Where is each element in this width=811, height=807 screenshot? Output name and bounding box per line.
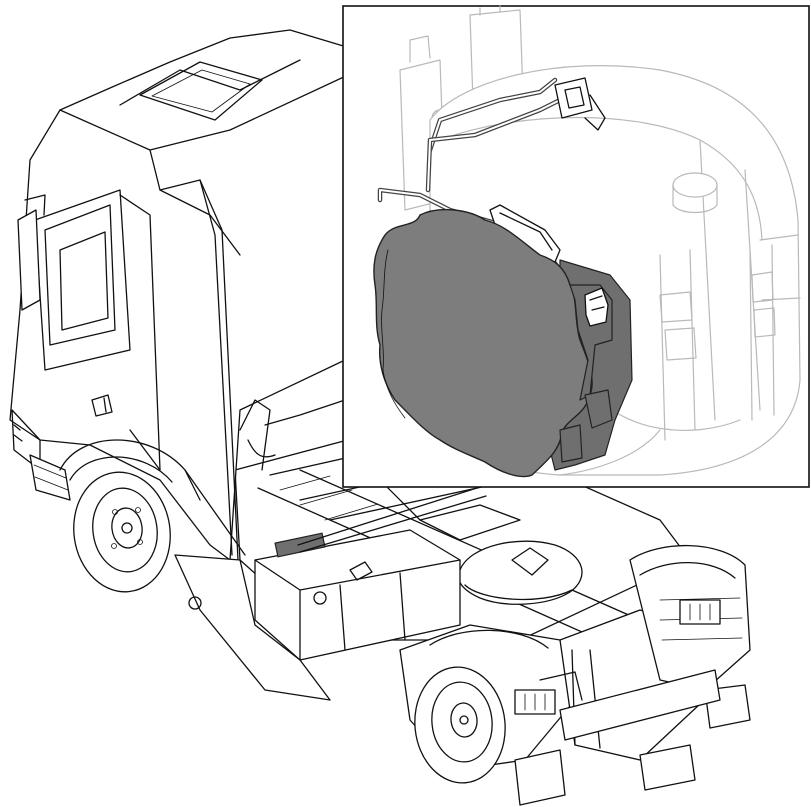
rear-axle-group <box>399 544 751 806</box>
cab <box>9 29 351 561</box>
front-wheel <box>59 439 246 593</box>
detail-inset <box>342 5 810 488</box>
tank-icon <box>373 204 633 478</box>
side-skirt <box>174 554 331 701</box>
truck-illustration <box>9 29 751 806</box>
fifth-wheel <box>457 540 583 605</box>
cab-rear-piping <box>239 399 346 471</box>
leader-line-icon <box>297 486 487 553</box>
